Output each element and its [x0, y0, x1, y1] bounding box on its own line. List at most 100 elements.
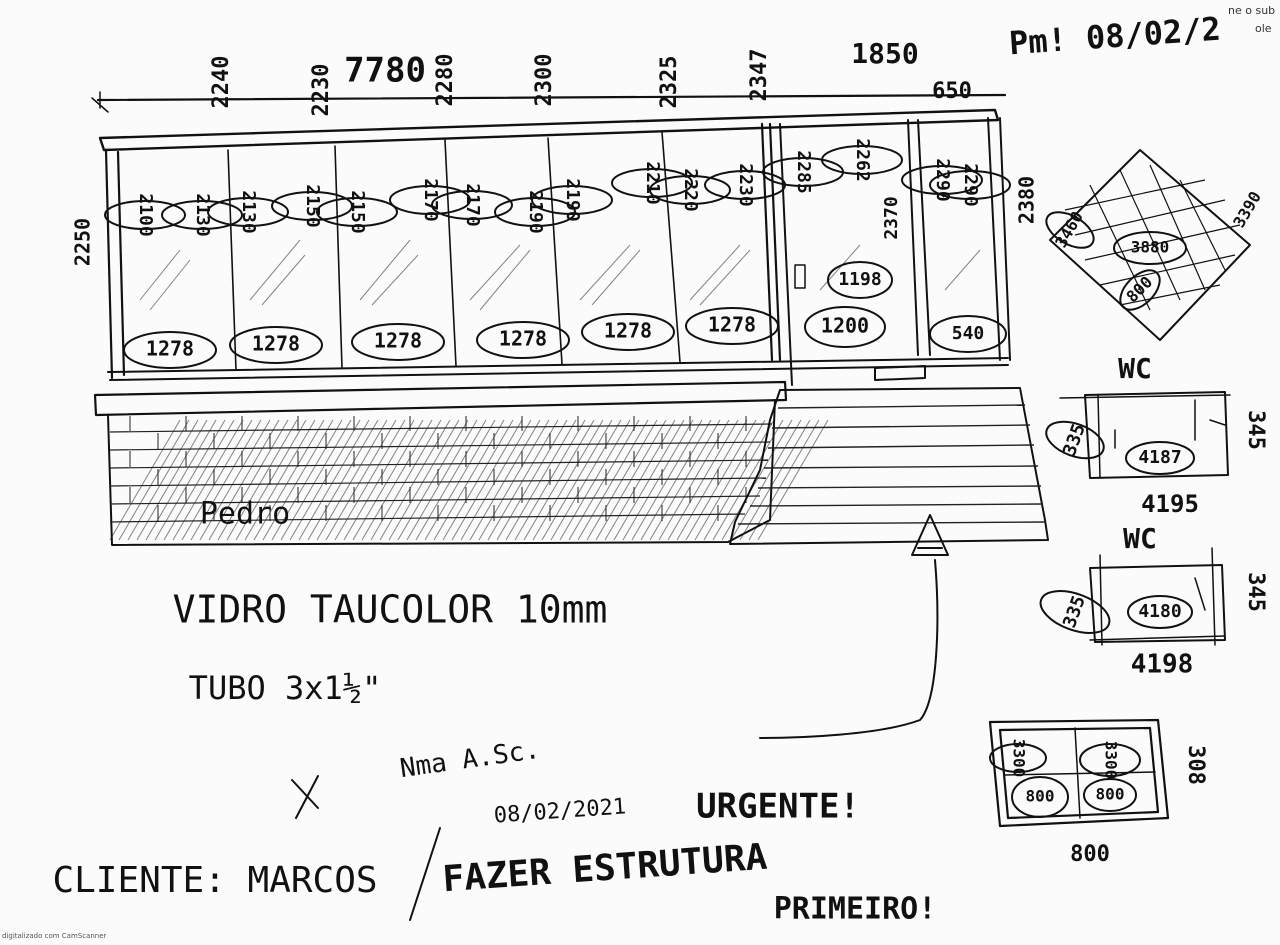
panel-top-value-14: 2262: [821, 138, 903, 182]
brick-hatch-line: [235, 419, 307, 541]
detail-box: [988, 718, 1170, 828]
brick-hatch-line: [604, 419, 676, 541]
panel-bottom-value-4: 1278: [476, 321, 570, 359]
door-height-text: 2370: [881, 196, 902, 239]
signature: Pedro: [200, 497, 290, 532]
height-right-text: 2380: [1015, 176, 1039, 224]
door-value-1: 1198: [827, 261, 893, 299]
brick-hatch-line: [145, 419, 217, 541]
panel-top-value-13: 2285: [762, 150, 844, 194]
door-value-2-text: 1200: [821, 314, 869, 338]
height-left-text: 2250: [71, 218, 95, 266]
wc1-center-circle: [1125, 441, 1195, 475]
panel-top-value-1: 2100: [104, 193, 186, 237]
top-dimension-3: 7780: [344, 51, 426, 91]
brick-hatch-line: [577, 419, 649, 541]
wc-plan-2: [1089, 547, 1226, 646]
top-dimension-9-text: 650: [932, 79, 972, 104]
wc1-right: 345: [1243, 410, 1268, 450]
brick-hatch-line: [478, 419, 550, 541]
box-value-3: 800: [1011, 776, 1069, 818]
brick-hatch-line: [172, 419, 244, 541]
top-dimension-8-text: 1850: [851, 37, 918, 70]
box-right: 308: [1183, 745, 1208, 785]
wc1-bottom: 4195: [1141, 490, 1199, 518]
panel-top-value-9: 2190: [531, 178, 613, 222]
panel-top-value-14-text: 2262: [852, 138, 873, 181]
panel-bottom-value-6: 1278: [685, 307, 779, 345]
header-date: Pm! 08/02/2: [1008, 10, 1222, 63]
top-dimension-8: 1850: [851, 37, 918, 70]
brick-hatch-line: [550, 419, 622, 541]
panel-top-value-4-circle: [271, 191, 353, 221]
panel-top-value-1-circle: [104, 200, 186, 230]
brick-hatch-line: [523, 419, 595, 541]
note-date-text: 08/02/2021: [493, 794, 627, 828]
box-bottom: 800: [1070, 842, 1110, 867]
height-left: 2250: [71, 218, 95, 266]
wc1-left-text: 335: [1059, 421, 1090, 459]
note-instruction-2: PRIMEIRO!: [774, 892, 937, 927]
panel-top-value-16: 2290: [929, 163, 1011, 207]
door-value-3-circle: [929, 315, 1007, 353]
brick-hatch-line: [316, 419, 388, 541]
panel-top-value-5-circle: [316, 197, 398, 227]
panel-top-value-8: 2190: [494, 190, 576, 234]
panel-top-value-4-text: 2150: [302, 184, 323, 227]
wc2-left: 335: [1039, 590, 1111, 634]
door-value-3: 540: [929, 315, 1007, 353]
panel-top-value-1-text: 2100: [135, 193, 156, 236]
top-dimension-6: 2325: [657, 56, 682, 109]
brick-hatch-line: [307, 419, 379, 541]
brick-hatch-line: [685, 419, 757, 541]
panel-top-value-13-text: 2285: [793, 150, 814, 193]
panel-top-value-7: 2170: [431, 183, 513, 227]
box-right-text: 308: [1183, 745, 1208, 785]
box-value-3-text: 800: [1026, 787, 1055, 806]
box-value-1: 3300: [989, 739, 1047, 777]
panel-top-value-2: 2130: [161, 193, 243, 237]
wc2-bottom-text: 4198: [1131, 650, 1194, 680]
brick-hatch-line: [325, 419, 397, 541]
door-value-2: 1200: [804, 306, 886, 348]
brick-hatch-line: [199, 419, 271, 541]
wc1-left-circle: [1045, 420, 1105, 460]
stairs: [729, 387, 1049, 739]
wc2-left-text: 335: [1059, 593, 1090, 631]
brick-hatch-line: [280, 419, 352, 541]
diamond-value-4-text: 3390: [1229, 188, 1265, 231]
brick-hatch-line: [406, 419, 478, 541]
brick-hatch-line: [334, 419, 406, 541]
panel-top-value-9-circle: [531, 185, 613, 215]
brick-hatch-line: [532, 419, 604, 541]
corner-text-1: ne o sub: [1228, 4, 1276, 17]
brick-hatch-line: [379, 419, 451, 541]
brick-hatch-line: [298, 419, 370, 541]
brick-hatch-line: [424, 419, 496, 541]
top-dimension-3-text: 7780: [344, 51, 426, 91]
diamond-value-1-text: 3460: [1051, 208, 1087, 251]
brick-base: [93, 380, 829, 546]
brick-hatch-line: [649, 419, 721, 541]
panel-bottom-value-3-circle: [351, 323, 445, 361]
top-dimension-9: 650: [932, 79, 972, 104]
brick-hatch-line: [631, 419, 703, 541]
door-value-2-circle: [804, 306, 886, 348]
panel-top-value-11-text: 2220: [680, 168, 701, 211]
brick-hatch-line: [370, 419, 442, 541]
top-dimension-5: 2300: [532, 54, 557, 107]
brick-hatch-line: [361, 419, 433, 541]
scanner-footer: digitalizado com CamScanner: [2, 932, 107, 940]
top-dimension-1-text: 2240: [209, 56, 234, 109]
brick-hatch-line: [433, 419, 505, 541]
brick-hatch-line: [190, 419, 262, 541]
brick-hatch-line: [469, 419, 541, 541]
wc-plan-1: [1059, 391, 1231, 479]
panel-top-value-7-text: 2170: [462, 183, 483, 226]
panel-top-value-14-circle: [821, 145, 903, 175]
panel-top-value-12-text: 2230: [735, 163, 756, 206]
panel-top-value-4: 2150: [271, 184, 353, 228]
brick-hatch-line: [595, 419, 667, 541]
brick-hatch-line: [730, 419, 802, 541]
panel-top-value-16-circle: [929, 170, 1011, 200]
